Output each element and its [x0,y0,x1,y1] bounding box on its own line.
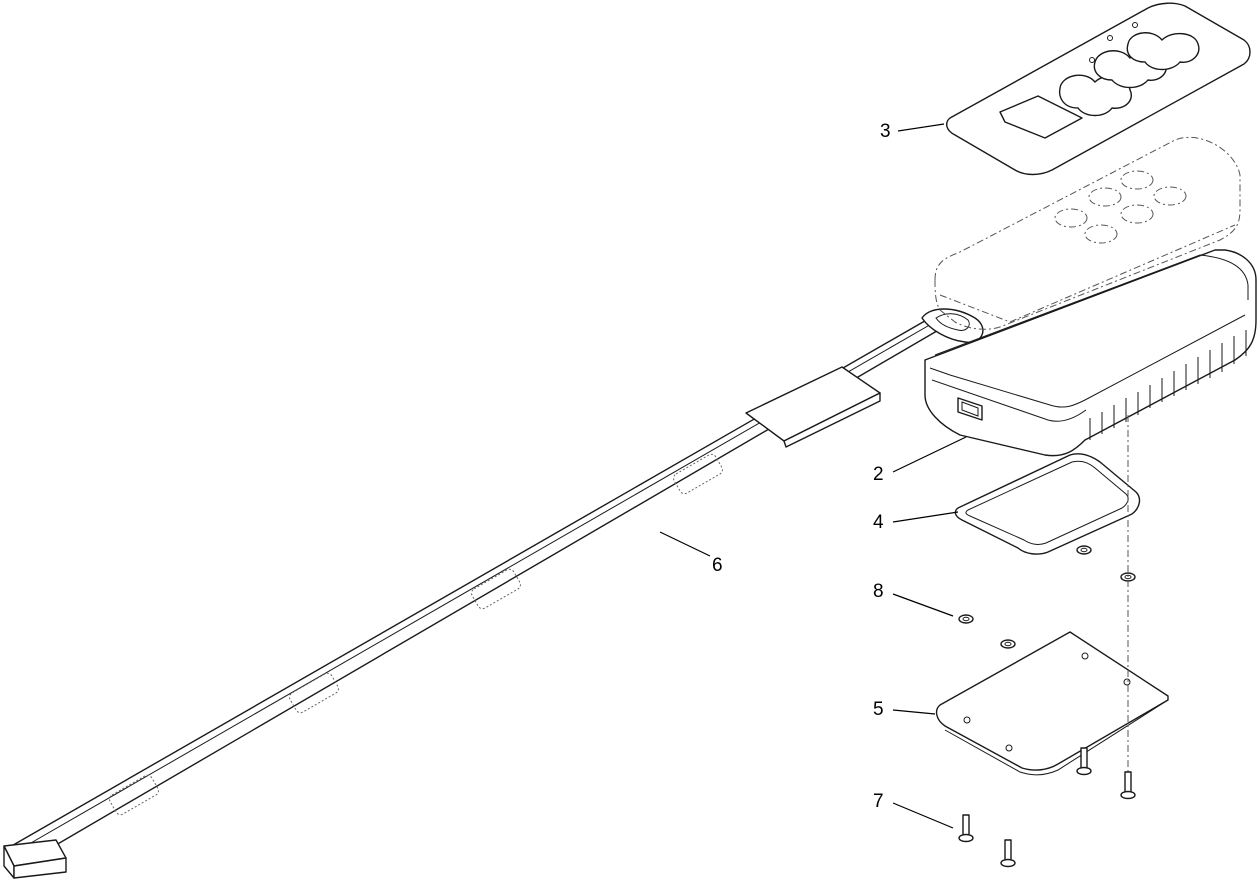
gasket-part-4 [954,453,1141,555]
ribbon-cable-part-6 [3,317,943,879]
overlay-label-part-3 [946,2,1251,176]
callout-4: 4 [873,512,884,533]
back-plate-part-5 [935,631,1169,776]
callout-5: 5 [873,699,884,720]
phantom-keypad [934,136,1241,330]
callout-8: 8 [873,581,884,602]
leader-lines [659,123,967,829]
callout-2: 2 [873,464,884,485]
washers-part-8 [958,545,1136,649]
callout-6: 6 [712,555,723,576]
strain-relief-ring [921,308,984,343]
screws-part-7 [958,747,1136,868]
callout-7: 7 [873,791,884,812]
housing-part-2 [924,249,1257,457]
callout-3: 3 [880,121,891,142]
